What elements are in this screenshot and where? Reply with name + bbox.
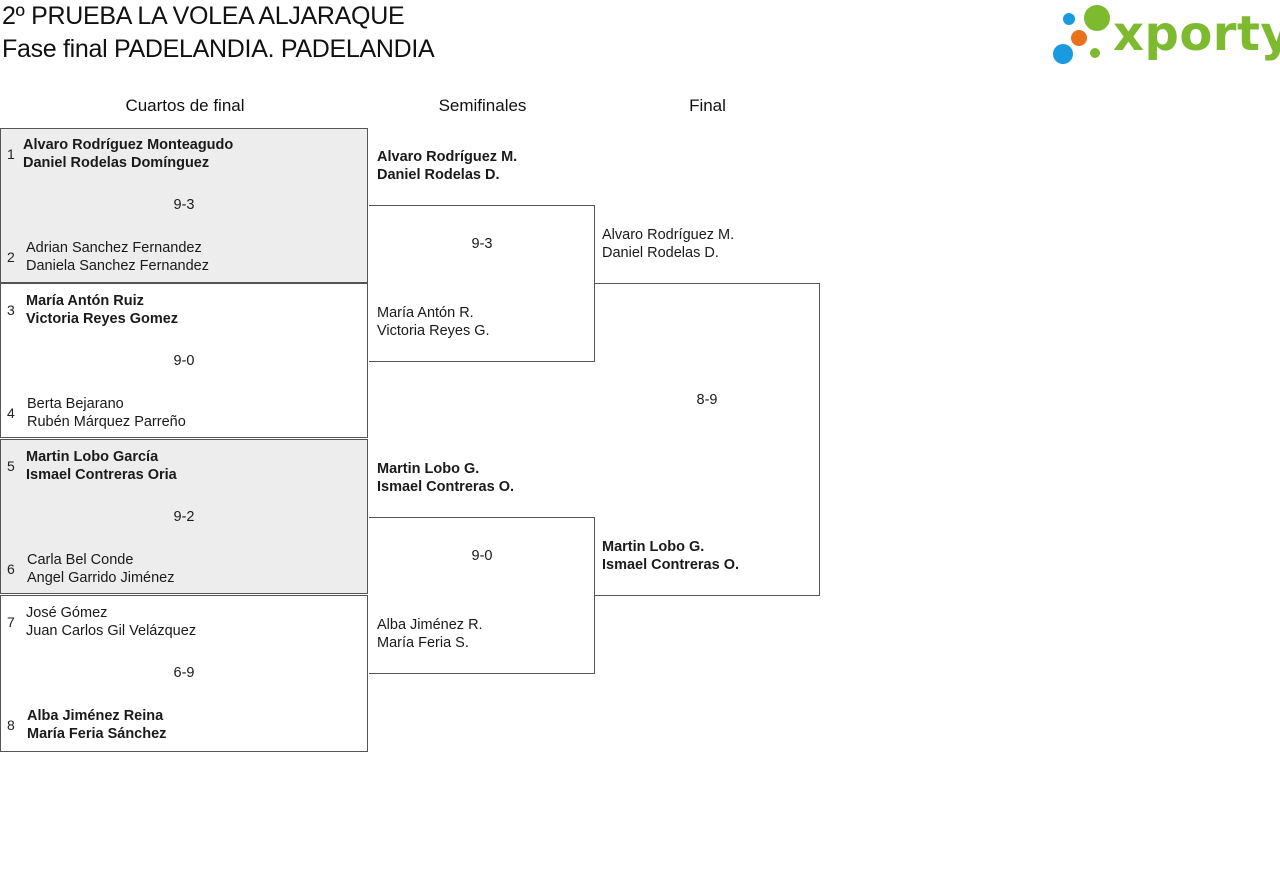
team-name: Alvaro Rodríguez M.Daniel Rodelas D. [377, 149, 518, 183]
quarterfinal-match-2 [0, 283, 368, 438]
team-name: Martin Lobo G.Ismael Contreras O. [377, 461, 514, 495]
final-bracket [594, 283, 820, 596]
seed-number: 3 [7, 302, 15, 318]
team-name: Martin Lobo G.Ismael Contreras O. [602, 539, 739, 573]
page-title: 2º PRUEBA LA VOLEA ALJARAQUE [2, 2, 405, 30]
seed-number: 4 [7, 405, 15, 421]
match-score: 8-9 [696, 392, 718, 408]
seed-number: 5 [7, 458, 15, 474]
xporty-logo[interactable]: xporty [1050, 4, 1280, 68]
seed-number: 1 [7, 146, 15, 162]
quarterfinal-match-4 [0, 595, 368, 752]
seed-number: 2 [7, 249, 15, 265]
match-score: 9-3 [173, 197, 195, 213]
round-header-quarterfinals: Cuartos de final [125, 96, 245, 115]
seed-number: 8 [7, 717, 15, 733]
logo-wordmark: xporty [1113, 6, 1280, 62]
team-name: María Antón R.Victoria Reyes G. [377, 305, 490, 339]
round-header-final: Final [689, 96, 726, 115]
team-name: Alvaro Rodríguez M.Daniel Rodelas D. [602, 227, 735, 261]
match-score: 9-0 [471, 548, 493, 564]
quarterfinal-match-3 [0, 439, 368, 594]
page-subtitle: Fase final PADELANDIA. PADELANDIA [2, 35, 435, 63]
quarterfinal-match-1 [0, 128, 368, 283]
match-score: 9-3 [471, 236, 493, 252]
xporty-dots-icon [1053, 5, 1110, 64]
seed-number: 6 [7, 561, 15, 577]
team-name: Alba Jiménez R.María Feria S. [377, 617, 483, 651]
seed-number: 7 [7, 614, 15, 630]
round-header-semifinals: Semifinales [438, 96, 527, 115]
match-score: 6-9 [173, 665, 195, 681]
match-score: 9-2 [173, 509, 195, 525]
match-score: 9-0 [173, 353, 195, 369]
